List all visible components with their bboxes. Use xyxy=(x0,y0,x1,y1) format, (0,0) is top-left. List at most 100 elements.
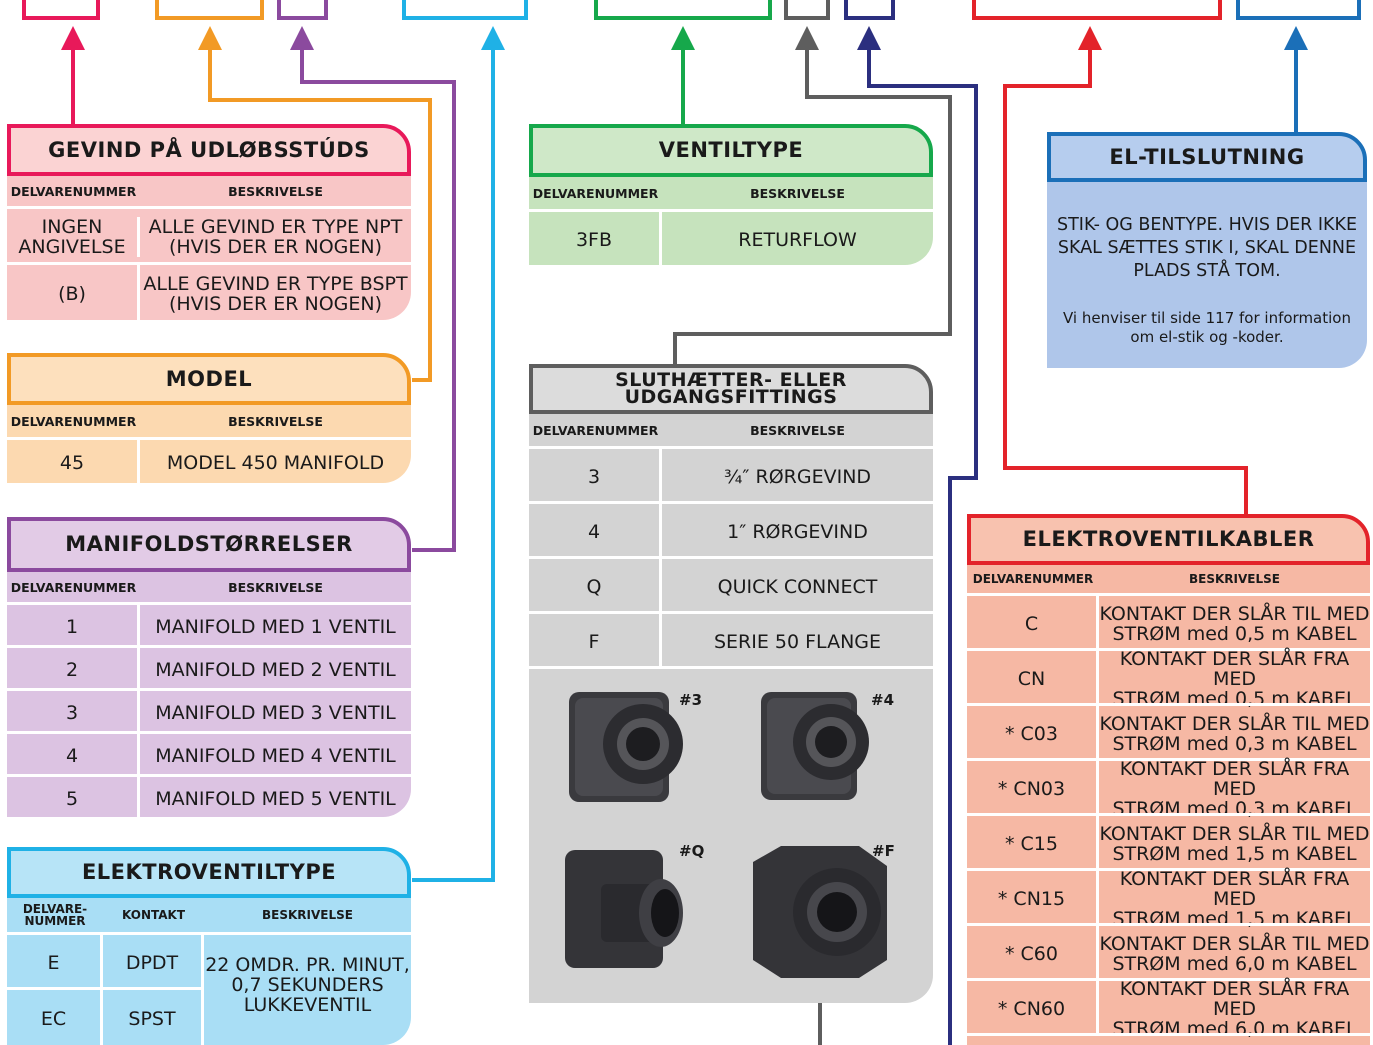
slut-row: Q QUICK CONNECT xyxy=(529,556,933,614)
model-col-code: DELVARENUMMER xyxy=(10,413,137,429)
el-text: STIK- OG BENTYPE. HVIS DER IKKE xyxy=(1056,215,1358,235)
manifold-desc: MANIFOLD MED 1 VENTIL xyxy=(155,615,396,638)
fitting-f-label: #F xyxy=(872,842,895,860)
arrow-navy xyxy=(857,26,881,50)
manifold-desc: MANIFOLD MED 5 VENTIL xyxy=(155,787,396,810)
manifold-panel: MANIFOLDSTØRRELSER DELVARENUMMER BESKRIV… xyxy=(7,517,411,817)
el-title: EL-TILSLUTNING xyxy=(1047,132,1367,182)
manifold-row: 3 MANIFOLD MED 3 VENTIL xyxy=(7,688,411,734)
evt-kontakt: SPST xyxy=(103,990,204,1045)
leader-red xyxy=(1003,48,1248,514)
gevind-code-cont: ANGIVELSE xyxy=(18,236,126,258)
ventiltype-title: VENTILTYPE xyxy=(529,124,933,177)
elektroventiltype-title: ELEKTROVENTILTYPE xyxy=(7,847,411,898)
ventiltype-col-desc: BESKRIVELSE xyxy=(750,185,845,201)
slut-desc: 1″ RØRGEVIND xyxy=(727,520,868,543)
kabler-code: * C60 xyxy=(967,926,1099,981)
gevind-desc: ALLE GEVIND ER TYPE NPT xyxy=(148,216,403,238)
manifold-desc: MANIFOLD MED 4 VENTIL xyxy=(155,744,396,767)
model-panel: MODEL DELVARENUMMER BESKRIVELSE 45 MODEL… xyxy=(7,353,411,483)
evt-row: E DPDT xyxy=(7,932,204,990)
kabler-desc: KONTAKT DER SLÅR FRA MED xyxy=(1119,757,1350,800)
code-box-cyan xyxy=(402,0,528,20)
slut-code: Q xyxy=(529,559,662,614)
model-desc: MODEL 450 MANIFOLD xyxy=(166,452,385,474)
arrow-green xyxy=(671,26,695,50)
fitting-4-label: #4 xyxy=(871,691,895,709)
code-box-gray xyxy=(784,0,830,20)
kabler-code: * CN60 xyxy=(967,981,1099,1036)
el-text-cont: SKAL SÆTTES STIK I, SKAL DENNE xyxy=(1057,238,1357,258)
kabler-col-code: DELVARENUMMER xyxy=(972,572,1094,586)
arrow-blue xyxy=(1284,26,1308,50)
arrow-orange xyxy=(198,26,222,50)
model-row: 45 MODEL 450 MANIFOLD xyxy=(7,437,411,483)
kabler-code: C xyxy=(967,596,1099,651)
manifold-code: 5 xyxy=(7,777,140,817)
el-note: Vi henviser til side 117 for information xyxy=(1063,309,1351,327)
fitting-4-image xyxy=(761,692,869,800)
gevind-panel: GEVIND PÅ UDLØBSSTÚDS DELVARENUMMER BESK… xyxy=(7,124,411,320)
manifold-code: 3 xyxy=(7,691,140,734)
leader-purple xyxy=(300,48,456,552)
arrow-pink xyxy=(61,26,85,50)
code-box-red xyxy=(972,0,1222,20)
code-box-blue xyxy=(1236,0,1361,20)
ventiltype-col-code: DELVARENUMMER xyxy=(532,185,659,201)
gevind-col-code: DELVARENUMMER xyxy=(10,183,137,199)
kabler-panel: ELEKTROVENTILKABLER DELVARENUMMER BESKRI… xyxy=(967,514,1370,1045)
gevind-code: (B) xyxy=(58,283,86,305)
leader-navy xyxy=(867,48,978,1045)
kabler-desc: KONTAKT DER SLÅR TIL MED xyxy=(1099,932,1370,955)
code-box-navy xyxy=(844,0,895,20)
fitting-3-image xyxy=(569,692,683,802)
slut-row: 3 ¾″ RØRGEVIND xyxy=(529,446,933,504)
manifold-row: 2 MANIFOLD MED 2 VENTIL xyxy=(7,645,411,691)
kabler-code: * C15 xyxy=(967,816,1099,871)
gevind-desc-cont: (HVIS DER ER NOGEN) xyxy=(168,236,383,258)
kabler-col-desc: BESKRIVELSE xyxy=(1189,572,1280,586)
manifold-row: 5 MANIFOLD MED 5 VENTIL xyxy=(7,774,411,817)
evt-desc-cont2: LUKKEVENTIL xyxy=(243,994,372,1016)
evt-col-code: DELVARE- xyxy=(22,902,88,916)
el-note-cont: om el-stik og -koder. xyxy=(1130,328,1284,346)
fitting-3-label: #3 xyxy=(679,691,703,709)
arrow-cyan xyxy=(481,26,505,50)
fitting-q-label: #Q xyxy=(679,842,705,860)
gevind-desc-cont: (HVIS DER ER NOGEN) xyxy=(168,293,383,315)
el-panel: EL-TILSLUTNING STIK- OG BENTYPE. HVIS DE… xyxy=(1047,132,1367,368)
slut-col-code: DELVARENUMMER xyxy=(532,422,659,438)
code-box-orange xyxy=(155,0,264,20)
slut-col-desc: BESKRIVELSE xyxy=(750,422,845,438)
model-code: 45 xyxy=(7,440,140,483)
code-box-pink xyxy=(22,0,100,20)
manifold-code: 1 xyxy=(7,605,140,648)
kabler-code: CN xyxy=(967,651,1099,706)
evt-row: EC SPST xyxy=(7,987,204,1045)
kabler-desc-cont: STRØM med 6,0 m KABEL xyxy=(1112,1017,1357,1040)
evt-desc: 22 OMDR. PR. MINUT, xyxy=(205,954,410,976)
kabler-desc-cont: STRØM med 6,0 m KABEL xyxy=(1112,952,1357,975)
manifold-row: 1 MANIFOLD MED 1 VENTIL xyxy=(7,602,411,648)
ventiltype-panel: VENTILTYPE DELVARENUMMER BESKRIVELSE 3FB… xyxy=(529,124,933,265)
evt-desc-cont: 0,7 SEKUNDERS xyxy=(231,974,384,996)
el-text-cont2: PLADS STÅ TOM. xyxy=(1133,261,1281,281)
kabler-desc-cont: STRØM med 0,5 m KABEL xyxy=(1112,622,1357,645)
arrow-gray xyxy=(795,26,819,50)
slut-row: 4 1″ RØRGEVIND xyxy=(529,501,933,559)
kabler-code: * CN15 xyxy=(967,871,1099,926)
arrow-red xyxy=(1078,26,1102,50)
arrow-purple xyxy=(290,26,314,50)
model-title: MODEL xyxy=(7,353,411,405)
manifold-code: 4 xyxy=(7,734,140,777)
evt-code: EC xyxy=(7,990,103,1045)
